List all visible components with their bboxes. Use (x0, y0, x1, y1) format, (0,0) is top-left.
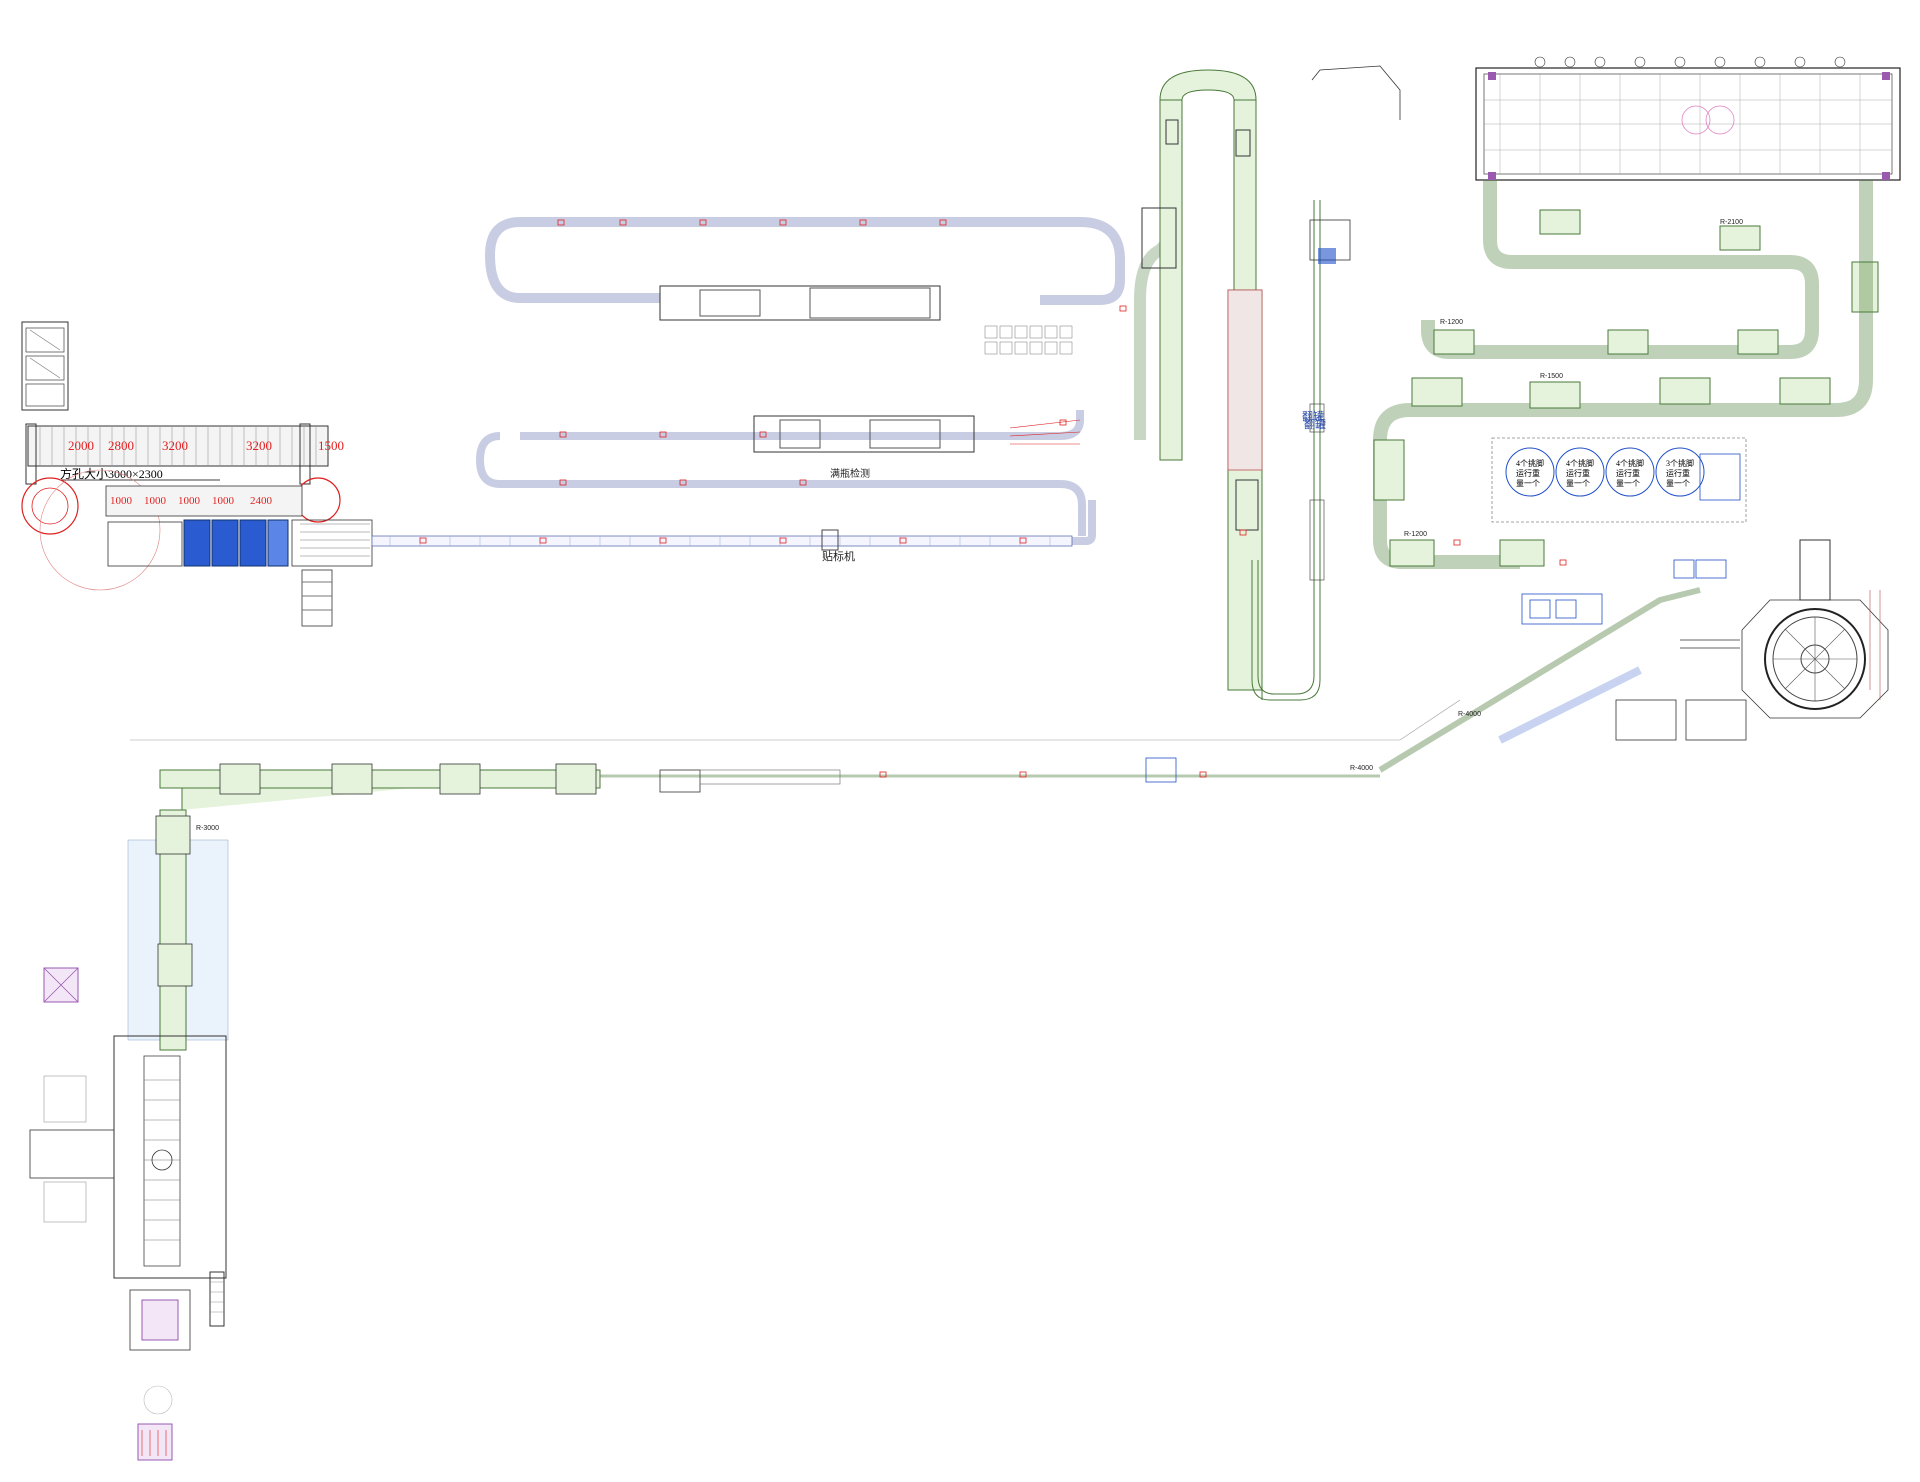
left-vertical-conveyor: R-3000 (127, 809, 229, 1051)
upper-loop-conveyor: 满瓶检测 (475, 217, 1125, 536)
radius-r2100-label: R-2100 (1720, 219, 1743, 226)
stacker-text-5: 运行重 (1566, 468, 1590, 478)
upper-vertical-conveyors: 翻罐 (1134, 69, 1324, 701)
dim-2400-label: 2400 (250, 495, 273, 507)
main-conveyor-row-1: 贴标机 (371, 500, 1096, 563)
blue-machinery (1145, 559, 1747, 783)
stacker-text-11: 运行重 (1666, 468, 1690, 478)
lower-long-conveyor: R-4000 (130, 699, 1461, 810)
stacker-panel: 4个挑脚 运行重 量一个 4个挑脚 运行重 量一个 4个挑脚 运行重 量一个 3… (1491, 437, 1747, 523)
dim-1000-label-c: 1000 (178, 495, 201, 507)
lower-left-palletizer (29, 1035, 227, 1327)
diagonal-conveyor: R-4000 (1378, 587, 1701, 773)
dim-1000-label-b: 1000 (144, 495, 167, 507)
stacker-text-1: 4个挑脚 (1516, 458, 1544, 468)
dim-2000-label: 2000 (68, 438, 94, 453)
rotary-filler (1680, 539, 1889, 719)
stacker-text-8: 运行重 (1616, 468, 1640, 478)
purple-pallets (43, 967, 191, 1461)
hole-size-label: 方孔大小3000×2300 (60, 466, 163, 481)
right-serpentine-conveyor (1373, 180, 1879, 569)
stacker-text-4: 4个挑脚 (1566, 458, 1594, 468)
radius-r1500-label: R-1500 (1540, 373, 1563, 380)
depalletizer-area: 2000 2800 3200 3200 1500 方孔大小3000×2300 1… (21, 321, 373, 627)
red-markers (419, 219, 1567, 778)
radius-r3000-label: R-3000 (196, 825, 219, 832)
dim-1500-label: 1500 (318, 438, 344, 453)
dim-2800-label: 2800 (108, 438, 134, 453)
flip-label-a: 翻罐 (1302, 409, 1324, 423)
mid-vertical-chain: 翻罐 (1304, 65, 1401, 581)
stacker-text-3: 量一个 (1516, 479, 1540, 488)
dim-1000-label-d: 1000 (212, 495, 235, 507)
dim-3200-label-b: 3200 (246, 438, 272, 453)
stacker-text-10: 3个挑脚 (1666, 458, 1694, 468)
radius-r4000-label: R-4000 (1350, 765, 1373, 772)
radius-r4000b-label: R-4000 (1458, 711, 1481, 718)
dim-1000-label-a: 1000 (110, 495, 133, 507)
stacker-text-6: 量一个 (1566, 479, 1590, 488)
radius-r1200-label: R-1200 (1440, 319, 1463, 326)
full-bottle-inspection-label: 满瓶检测 (830, 467, 870, 480)
radius-r1200b-label: R-1200 (1404, 531, 1427, 538)
labeler-label: 贴标机 (822, 549, 855, 563)
stacker-text-7: 4个挑脚 (1616, 458, 1644, 468)
dim-3200-label: 3200 (162, 438, 188, 453)
stacker-text-2: 运行重 (1516, 468, 1540, 478)
stacker-text-9: 量一个 (1616, 479, 1640, 488)
stacker-text-12: 量一个 (1666, 479, 1690, 488)
top-right-palletizer-block (1475, 56, 1901, 181)
flip-label-b: 翻罐 (1304, 417, 1326, 431)
